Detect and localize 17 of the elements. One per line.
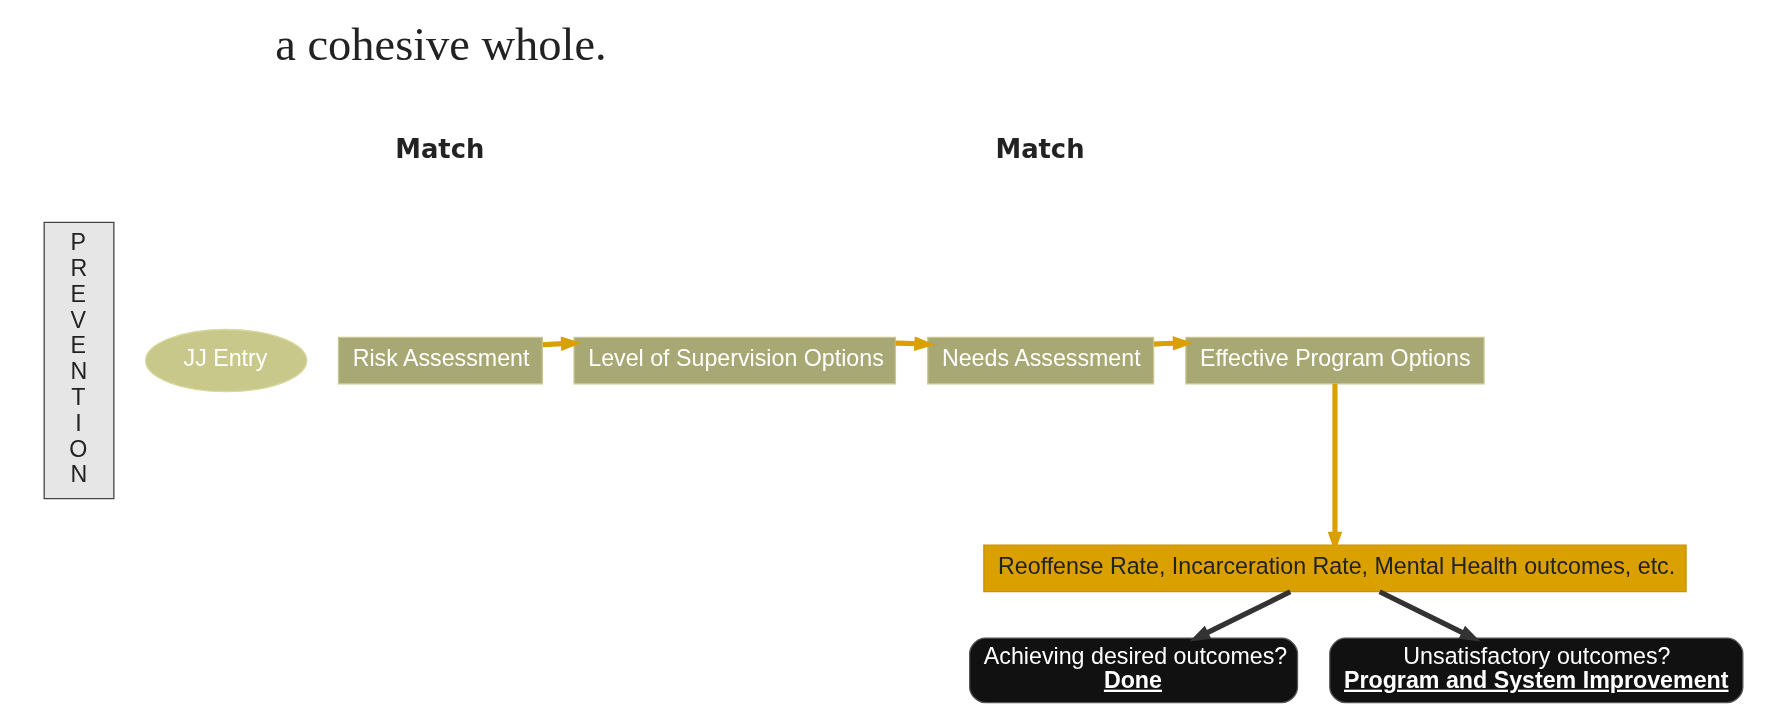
label: a cohesive whole.	[275, 18, 607, 70]
arrow	[1378, 589, 1481, 642]
node-box: Level of Supervision Options	[573, 336, 897, 385]
arrow	[1189, 589, 1292, 642]
node-ellipse: JJ Entry	[144, 328, 308, 393]
label: Match	[995, 133, 1085, 164]
node-box: Reoffense Rate, Incarceration Rate, Mental Health outcomes, etc.	[983, 544, 1687, 593]
node-box: Needs Assessment	[927, 336, 1155, 385]
arrow	[1153, 336, 1194, 351]
node-box: Effective Program Options	[1185, 336, 1485, 385]
node-box: Unsatisfactory outcomes? Program and System Improvement	[1329, 637, 1744, 704]
label: Match	[395, 133, 485, 164]
node-box: Risk Assessment	[337, 336, 544, 385]
arrow	[895, 336, 936, 351]
node-box: PREVENTION	[43, 221, 115, 500]
arrow	[542, 336, 582, 351]
node-box: Achieving desired outcomes? Done	[969, 637, 1299, 704]
